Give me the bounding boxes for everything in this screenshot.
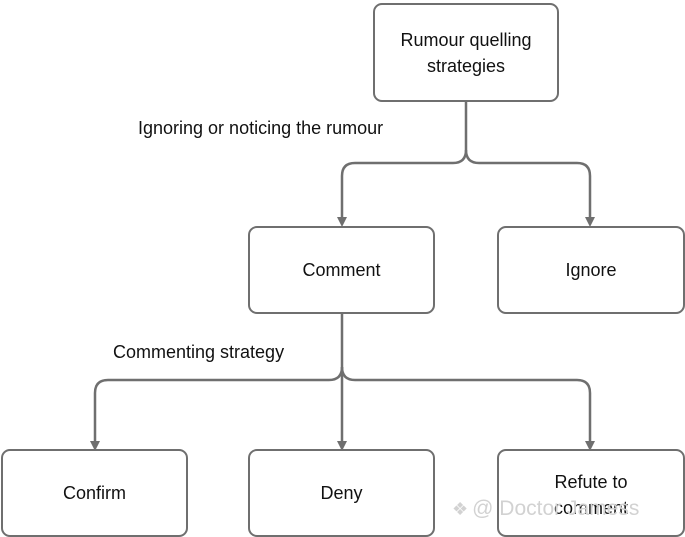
edge-label-ignoring-or-noticing: Ignoring or noticing the rumour: [138, 118, 384, 138]
node-confirm: Confirm: [1, 449, 188, 537]
node-comment-label: Comment: [302, 260, 381, 280]
edge-root-ignore: [464, 149, 595, 227]
watermark-logo-icon: ❖: [452, 498, 469, 519]
node-root: Rumour quelling strategies: [373, 3, 559, 102]
node-comment: Comment: [248, 226, 435, 314]
edge-root-comment: [337, 102, 468, 227]
edge-comment-refute: [340, 366, 595, 451]
node-refute-label: Refute to comment: [553, 472, 629, 518]
node-refute: Refute to comment: [497, 449, 685, 537]
node-deny-label: Deny: [320, 483, 363, 503]
edge-label-commenting-strategy: Commenting strategy: [113, 342, 285, 362]
watermark-text: @ Doctor Jamess: [472, 497, 640, 520]
node-confirm-label: Confirm: [62, 483, 126, 503]
node-ignore: Ignore: [497, 226, 685, 314]
edge-comment-confirm: [90, 314, 344, 451]
node-ignore-label: Ignore: [565, 260, 617, 280]
node-deny: Deny: [248, 449, 435, 537]
watermark: ❖ @ Doctor Jamess: [452, 497, 639, 521]
node-root-label: Rumour quelling strategies: [400, 29, 532, 76]
